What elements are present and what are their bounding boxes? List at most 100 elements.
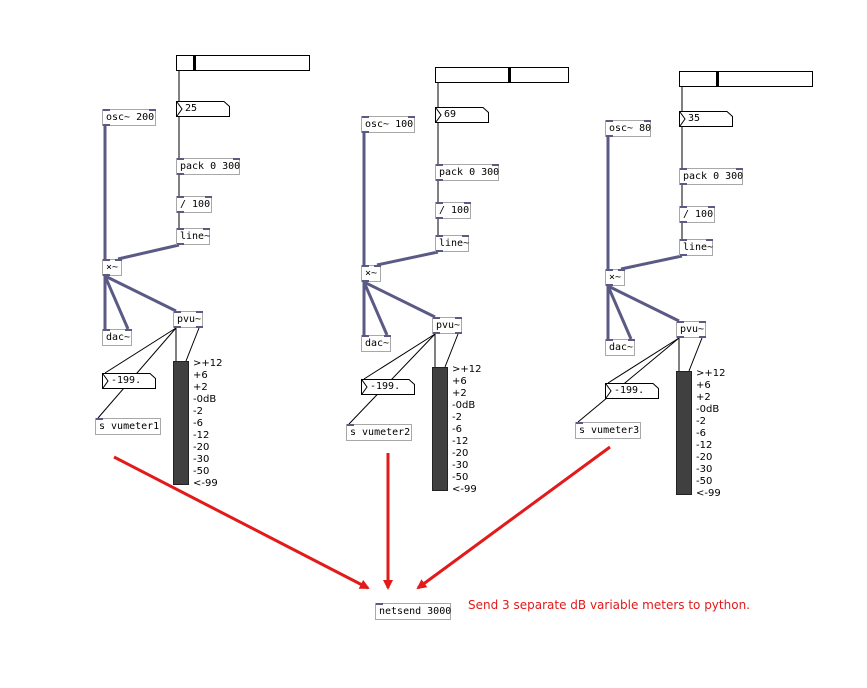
vu-scale-label: -50 [193,466,210,477]
patch3-dac-object[interactable]: dac~ [605,339,635,356]
patch1-db-atom-value: -199. [111,375,142,386]
patch3-hslider[interactable] [679,71,813,87]
patch2-cord-pvu-atom [363,333,436,380]
patch1-number-box[interactable]: 25 [176,101,230,117]
patch2-cord-mul-pvu [363,280,436,319]
patch1-multiply-object-label: ×~ [106,262,119,273]
patch1-pvu-object[interactable]: pvu~ [173,311,203,328]
vu-scale-label: -0dB [452,400,476,411]
patch1-send-object-label: s vumeter1 [99,421,160,432]
patch1-cord-pvu-atom [104,327,177,374]
vu-scale-label: -12 [193,430,210,441]
patch2-hslider[interactable] [435,67,569,83]
patch3-dac-object-label: dac~ [609,342,634,353]
patch3-divide-object[interactable]: / 100 [679,206,715,223]
patch2-send-object[interactable]: s vumeter2 [346,424,412,441]
patch2-divide-object[interactable]: / 100 [435,202,471,219]
patch3-pvu-object[interactable]: pvu~ [676,321,706,338]
patch3-pvu-object-label: pvu~ [680,324,705,335]
vu-scale-label: +6 [452,376,467,387]
patch2-vu-meter [432,367,448,491]
vu-scale-label: -2 [452,412,462,423]
vu-scale-label: -30 [193,454,210,465]
patch3-cord-mul-pvu [607,284,680,323]
patch3-cord-pvu-send [577,337,680,423]
patch2-pack-object-label: pack 0 300 [439,167,500,178]
patch1-dac-object[interactable]: dac~ [102,329,132,346]
patch3-line-object[interactable]: line~ [679,239,713,256]
patch1-dac-object-label: dac~ [106,332,131,343]
patch1-divide-object[interactable]: / 100 [176,196,212,213]
patch1-pack-object-label: pack 0 300 [180,161,241,172]
patch3-cord-line-mul [620,254,683,271]
patch2-pvu-object-label: pvu~ [436,320,461,331]
patch1-osc-object[interactable]: osc~ 200 [102,109,156,126]
vu-scale-label: +2 [696,392,711,403]
patch2-pack-object[interactable]: pack 0 300 [435,164,499,181]
patch2-multiply-object-label: ×~ [365,268,378,279]
patch2-cord-mul-dacR [362,281,389,336]
vu-scale-label: >+12 [452,364,482,375]
patch3-slider-knob[interactable] [716,72,719,86]
vu-scale-label: -50 [696,476,713,487]
patch2-dac-object-label: dac~ [365,338,390,349]
patch1-osc-object-label: osc~ 200 [106,112,155,123]
vu-scale-label: -20 [193,442,210,453]
red-arrow-1 [113,455,370,590]
patch3-send-object[interactable]: s vumeter3 [575,422,641,439]
patch1-number-box-value: 25 [185,103,198,114]
netsend-label: netsend 3000 [379,606,452,617]
patch1-line-object[interactable]: line~ [176,228,210,245]
patch1-db-atom[interactable]: -199. [102,373,156,389]
patch2-pvu-object[interactable]: pvu~ [432,317,462,334]
vu-scale-label: -0dB [696,404,720,415]
patch2-multiply-object[interactable]: ×~ [361,265,381,282]
vu-scale-label: +2 [452,388,467,399]
patch3-number-box[interactable]: 35 [679,111,733,127]
vu-scale-label: -12 [696,440,713,451]
vu-scale-label: <-99 [696,488,721,499]
patch1-vu-meter [173,361,189,485]
red-arrow-3 [416,445,611,590]
patch3-db-atom[interactable]: -199. [605,383,659,399]
patch1-multiply-object[interactable]: ×~ [102,259,122,276]
patch3-multiply-object-label: ×~ [609,272,622,283]
vu-scale-label: -2 [193,406,203,417]
patch3-multiply-object[interactable]: ×~ [605,269,625,286]
patch3-pack-object[interactable]: pack 0 300 [679,168,743,185]
vu-scale-label: -30 [452,460,469,471]
patch3-cord-mul-dacR [606,285,633,340]
patch1-divide-object-label: / 100 [180,199,211,210]
patch1-send-object[interactable]: s vumeter1 [95,418,161,435]
patch2-dac-object[interactable]: dac~ [361,335,391,352]
netsend-object[interactable]: netsend 3000 [375,603,451,620]
patch2-number-box[interactable]: 69 [435,107,489,123]
patch2-line-object[interactable]: line~ [435,235,469,252]
patch2-line-object-label: line~ [439,238,470,249]
vu-scale-label: -20 [696,452,713,463]
patch3-db-atom-value: -199. [614,385,645,396]
patch3-pack-object-label: pack 0 300 [683,171,744,182]
patch2-db-atom-value: -199. [370,381,401,392]
patch2-osc-object[interactable]: osc~ 100 [361,116,415,133]
patch1-cord-mul-dacR [103,275,130,330]
vu-scale-label: +2 [193,382,208,393]
patch2-slider-knob[interactable] [508,68,511,82]
patch3-osc-object[interactable]: osc~ 80 [605,120,651,137]
vu-scale-label: -20 [452,448,469,459]
patch2-cord-pvu-vu2 [444,333,459,368]
patch2-vu-scale: >+12+6+2-0dB-2-6-12-20-30-50<-99 [452,364,481,496]
patch1-hslider[interactable] [176,55,310,71]
patch3-number-box-value: 35 [688,113,701,124]
patch1-cord-line-mul [117,243,180,261]
annotation-note: Send 3 separate dB variable meters to py… [468,598,750,612]
vu-scale-label: <-99 [452,484,477,495]
patch1-slider-knob[interactable] [193,56,196,70]
patch1-pack-object[interactable]: pack 0 300 [176,158,240,175]
patch2-send-object-label: s vumeter2 [350,427,411,438]
vu-scale-label: -50 [452,472,469,483]
patch3-cord-pvu-vu2 [688,337,703,372]
vu-scale-label: -6 [452,424,462,435]
vu-scale-label: +6 [193,370,208,381]
patch2-db-atom[interactable]: -199. [361,379,415,395]
